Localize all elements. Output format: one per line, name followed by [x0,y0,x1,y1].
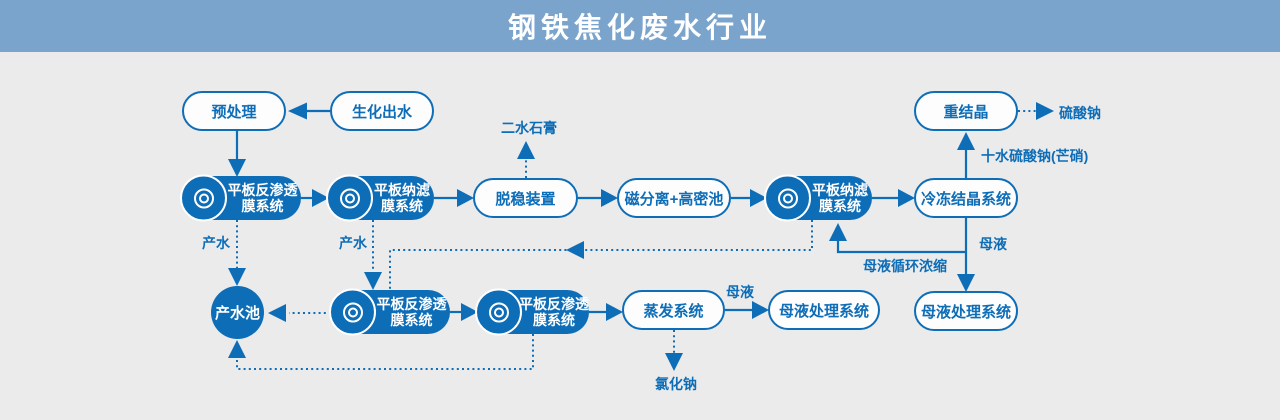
node-flat-ro-membrane-bottom-1-label: 平板反渗透膜系统 [376,295,447,328]
connector-ro-top-to-nf-left [301,189,329,207]
label-product-water-2: 产水 [339,235,367,251]
node-ml-treatment-bottom: 母液处理系统 [768,290,880,330]
connector-destabilizer-to-gypsum [517,141,535,178]
label-mother-liquor-right: 母液 [979,236,1007,252]
connector-freeze-to-ml-treatment-right [957,218,975,292]
connector-bio-to-pretreatment [288,102,330,120]
connector-ro-bottom2-to-evaporation [589,303,623,321]
label-mother-liquor-bottom: 母液 [726,284,754,300]
connector-ro-bottom1-to-pool [268,304,331,322]
label-sodium-chloride: 氯化钠 [655,376,697,392]
membrane-icon [180,174,227,222]
connector-nf-left-to-destabilizer [434,189,474,207]
node-product-water-pool-label: 产水池 [214,305,260,322]
node-evaporation-label: 蒸发系统 [643,302,704,320]
connector-nf-right-concentrate-to-ro-bottom1 [389,220,813,290]
title-banner: 钢铁焦化废水行业 [0,0,1280,52]
node-recrystallization: 重结晶 [914,91,1018,131]
node-flat-ro-membrane-top: 平板反渗透膜系统 [180,174,301,222]
label-glauber-salt: 十水硫酸钠(芒硝) [981,148,1089,164]
node-magnetic-separation-label: 磁分离+高密池 [624,190,724,208]
node-destabilizer-label: 脱稳装置 [495,190,556,208]
connector-evaporation-to-ml-treatment-bottom [725,301,769,319]
connector-nf-right-to-freeze [872,189,915,207]
connector-pretreatment-to-ro-top [228,131,246,177]
node-ml-treatment-bottom-label: 母液处理系统 [778,302,869,320]
node-ml-treatment-right-label: 母液处理系统 [920,303,1011,321]
node-bio-effluent: 生化出水 [330,91,434,131]
connector-ml-recycle-to-nf-right [829,223,966,254]
label-mother-liquor-recycle: 母液循环浓缩 [863,258,947,274]
membrane-icon [329,288,376,336]
node-flat-ro-membrane-bottom-2-label: 平板反渗透膜系统 [519,295,589,328]
node-bio-effluent-label: 生化出水 [351,103,412,121]
connector-nf-left-to-ro-bottom1 [364,220,382,290]
connector-magnetic-to-nf-right [731,189,767,207]
connector-ro-bottom1-to-ro-bottom2 [450,303,478,321]
connector-destabilizer-to-magnetic [578,189,618,207]
membrane-icon [764,174,811,222]
node-evaporation: 蒸发系统 [622,290,725,330]
connector-recrystallization-to-sodium-sulfate [1018,102,1054,120]
page-title: 钢铁焦化废水行业 [507,12,772,43]
node-flat-ro-membrane-top-label: 平板反渗透膜系统 [227,181,298,214]
node-pretreatment-label: 预处理 [211,103,257,121]
node-magnetic-separation: 磁分离+高密池 [617,178,731,218]
node-flat-nf-membrane-left-label: 平板纳滤膜系统 [374,181,430,214]
node-flat-ro-membrane-bottom-1: 平板反渗透膜系统 [329,288,450,336]
node-ml-treatment-right: 母液处理系统 [914,291,1018,331]
label-sodium-sulfate: 硫酸钠 [1059,105,1101,121]
label-gypsum-dihydrate: 二水石膏 [501,120,557,136]
node-product-water-pool: 产水池 [211,286,264,339]
connector-ro-bottom2-to-pool [228,334,534,370]
node-freeze-crystallization-label: 冷冻结晶系统 [920,190,1011,208]
node-destabilizer: 脱稳装置 [473,178,578,218]
connector-evaporation-to-sodium-chloride [665,330,683,371]
connector-ro-top-to-pool [228,220,246,286]
node-flat-nf-membrane-left: 平板纳滤膜系统 [326,174,434,222]
node-flat-ro-membrane-bottom-2: 平板反渗透膜系统 [475,288,589,336]
node-freeze-crystallization: 冷冻结晶系统 [914,178,1018,218]
node-flat-nf-membrane-right-label: 平板纳滤膜系统 [812,181,868,214]
membrane-icon [475,288,522,336]
label-product-water-1: 产水 [202,235,230,251]
node-recrystallization-label: 重结晶 [943,103,989,121]
node-flat-nf-membrane-right: 平板纳滤膜系统 [764,174,872,222]
connector-freeze-to-recrystallization [957,132,975,178]
membrane-icon [326,174,373,222]
node-pretreatment: 预处理 [182,91,286,131]
